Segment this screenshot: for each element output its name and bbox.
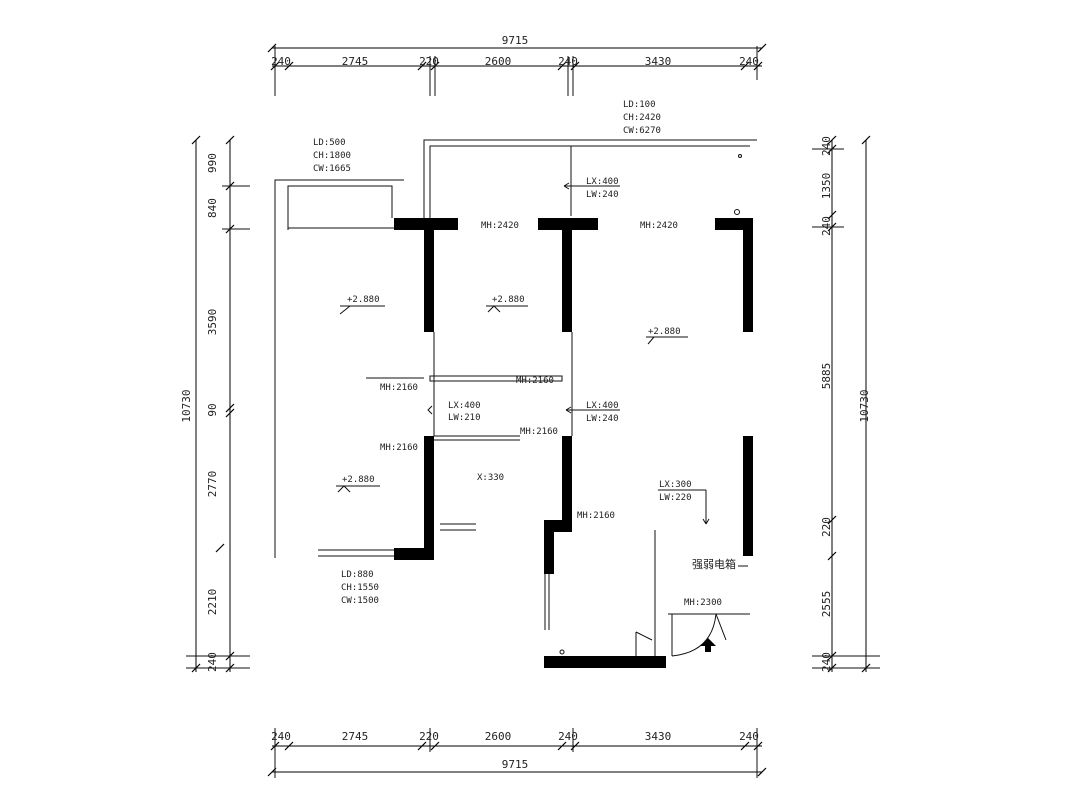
door-height-labels: MH:2420 MH:2420 MH:2160 MH:2160 MH:2160 … — [380, 221, 722, 608]
level-room-top-mid: +2.880 — [492, 295, 525, 305]
right-segment-5: 220 — [820, 517, 833, 537]
top-total-dimension: 9715 — [502, 34, 529, 47]
window-top-right-ld: LD:100 — [623, 100, 656, 110]
level-living: +2.880 — [648, 327, 681, 337]
door-height-mid-left: MH:2160 — [380, 383, 418, 393]
top-segment-5: 240 — [558, 55, 578, 68]
right-segment-6: 2555 — [820, 591, 833, 618]
door-height-bedroom-bottom: MH:2160 — [380, 443, 418, 453]
door-height-top-mid: MH:2420 — [481, 221, 519, 231]
bottom-segment-2: 2745 — [342, 730, 369, 743]
beam-mid-left-lx: LX:400 — [448, 401, 481, 411]
top-segment-2: 2745 — [342, 55, 369, 68]
door-height-kitchen: MH:2160 — [577, 511, 615, 521]
beam-mid-right-lx: LX:400 — [586, 401, 619, 411]
bottom-segment-7: 240 — [739, 730, 759, 743]
left-total-dimension: 10730 — [180, 389, 193, 422]
plan-walls — [274, 139, 757, 668]
top-segment-3: 220 — [419, 55, 439, 68]
bottom-total-dimension: 9715 — [502, 758, 529, 771]
beam-mid-left-lw: LW:210 — [448, 413, 481, 423]
bottom-segment-6: 3430 — [645, 730, 672, 743]
window-bottom-left-ch: CH:1550 — [341, 583, 379, 593]
left-segment-4: 90 — [206, 403, 219, 416]
left-dimension-chain: 10730 990 840 3590 90 2770 2210 240 — [180, 135, 250, 673]
window-bottom-left-ld: LD:880 — [341, 570, 374, 580]
entry-arrow-icon — [700, 638, 716, 652]
door-height-top-right: MH:2420 — [640, 221, 678, 231]
beam-annotations: LX:400 LW:240 LX:400 LW:210 LX:400 LW:24… — [427, 177, 710, 525]
window-annotation-top-left: LD:500 CH:1800 CW:1665 — [313, 138, 351, 174]
window-top-left-ch: CH:1800 — [313, 151, 351, 161]
window-top-left-cw: CW:1665 — [313, 164, 351, 174]
beam-right-lw: LW:220 — [659, 493, 692, 503]
window-top-left-ld: LD:500 — [313, 138, 346, 148]
bottom-segment-5: 240 — [558, 730, 578, 743]
door-height-mid-center: MH:2160 — [516, 376, 554, 386]
top-segment-4: 2600 — [485, 55, 512, 68]
beam-right-lx: LX:300 — [659, 480, 692, 490]
right-segment-3: 240 — [820, 216, 833, 236]
electric-box-label: 强弱电箱 — [692, 557, 736, 571]
bottom-dimension-chain: 240 2745 220 2600 240 3430 240 9715 — [267, 728, 767, 778]
left-segment-3: 3590 — [206, 309, 219, 336]
level-room-top-left: +2.880 — [347, 295, 380, 305]
right-dimension-chain: 240 1350 240 5885 220 2555 240 10730 — [812, 135, 880, 673]
left-segment-2: 840 — [206, 198, 219, 218]
left-segment-7: 240 — [206, 652, 219, 672]
door-height-bathroom: MH:2160 — [520, 427, 558, 437]
level-markers: +2.880 +2.880 +2.880 +2.880 — [336, 295, 688, 493]
window-bottom-left-cw: CW:1500 — [341, 596, 379, 606]
top-segment-1: 240 — [271, 55, 291, 68]
right-segment-4: 5885 — [820, 363, 833, 390]
right-segment-7: 240 — [820, 652, 833, 672]
bottom-segment-3: 220 — [419, 730, 439, 743]
window-annotation-bottom-left: LD:880 CH:1550 CW:1500 — [341, 570, 379, 606]
left-segment-5: 2770 — [206, 471, 219, 498]
top-segment-6: 3430 — [645, 55, 672, 68]
bottom-segment-1: 240 — [271, 730, 291, 743]
window-annotation-top-right: LD:100 CH:2420 CW:6270 — [623, 100, 661, 136]
misc-x-label: X:330 — [477, 473, 504, 483]
right-segment-2: 1350 — [820, 173, 833, 200]
beam-top-lx: LX:400 — [586, 177, 619, 187]
right-total-dimension: 10730 — [858, 389, 871, 422]
window-top-right-cw: CW:6270 — [623, 126, 661, 136]
left-segment-6: 2210 — [206, 589, 219, 616]
beam-mid-right-lw: LW:240 — [586, 414, 619, 424]
right-segment-1: 240 — [820, 136, 833, 156]
beam-top-lw: LW:240 — [586, 190, 619, 200]
bottom-segment-4: 2600 — [485, 730, 512, 743]
top-segment-7: 240 — [739, 55, 759, 68]
top-dimension-chain: 9715 240 2745 220 2600 240 3430 240 — [267, 34, 767, 96]
door-height-entry: MH:2300 — [684, 598, 722, 608]
left-segment-1: 990 — [206, 153, 219, 173]
window-top-right-ch: CH:2420 — [623, 113, 661, 123]
level-room-bottom-left: +2.880 — [342, 475, 375, 485]
